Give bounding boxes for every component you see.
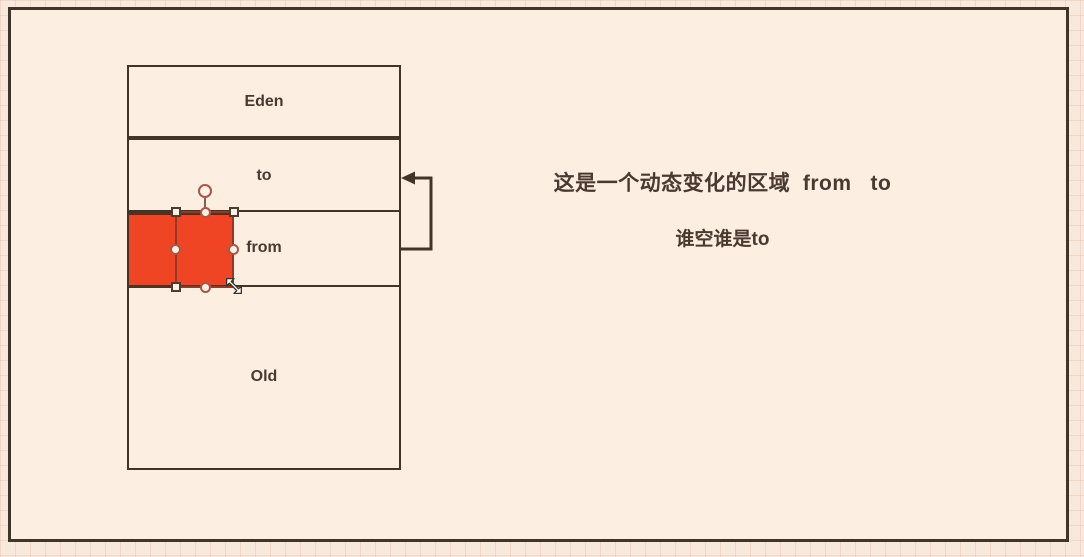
memory-diagram-box[interactable] bbox=[127, 65, 401, 470]
selection-handle-right-mid[interactable] bbox=[228, 244, 239, 255]
selection-handle-top-mid[interactable] bbox=[200, 207, 211, 218]
annotation-line2: 谁空谁是to bbox=[675, 229, 770, 250]
region-to[interactable] bbox=[129, 140, 399, 212]
annotation-text: 这是一个动态变化的区域 from to 谁空谁是to bbox=[520, 167, 925, 251]
selected-red-block[interactable] bbox=[175, 211, 234, 288]
rotate-handle-stem bbox=[204, 198, 206, 208]
rotate-handle-icon[interactable] bbox=[198, 184, 212, 198]
region-old[interactable] bbox=[129, 287, 399, 466]
selection-handle-top-left[interactable] bbox=[171, 207, 181, 217]
selection-handle-bottom-left[interactable] bbox=[171, 282, 181, 292]
annotation-line1: 这是一个动态变化的区域 from to bbox=[553, 172, 892, 195]
red-block[interactable] bbox=[129, 212, 233, 288]
selection-handle-top-right[interactable] bbox=[229, 207, 239, 217]
region-eden[interactable] bbox=[129, 67, 399, 140]
selection-handle-bottom-mid[interactable] bbox=[200, 282, 211, 293]
selection-handle-left-mid[interactable] bbox=[170, 244, 181, 255]
region-from[interactable] bbox=[129, 212, 399, 287]
arrow-connector[interactable] bbox=[398, 168, 440, 260]
